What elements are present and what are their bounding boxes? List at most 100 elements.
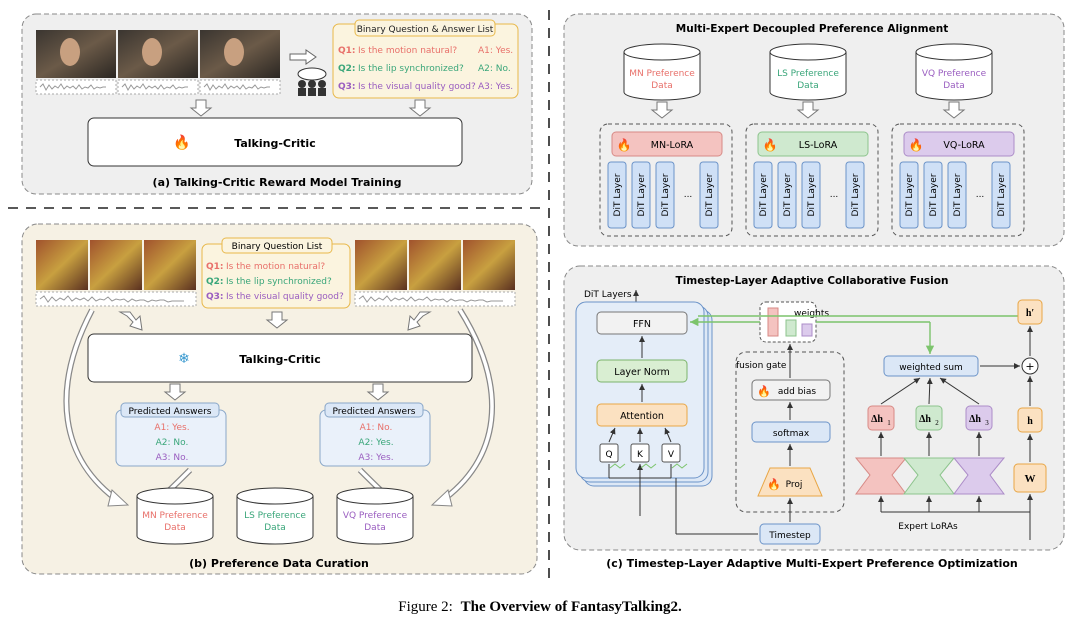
panel-a-question-list: Q1: Is the motion natural? A1: Yes. Q2: …	[338, 46, 513, 92]
softmax-label: softmax	[773, 429, 810, 439]
panel-b-q3-id: Q3:	[206, 292, 224, 302]
panel-a-video-frames	[35, 30, 281, 95]
figure-caption: Figure 2: The Overview of FantasyTalking…	[398, 599, 682, 615]
weighted-sum-box	[883, 355, 979, 377]
panel-a-critic-box	[87, 117, 463, 167]
panel-b-left-frames	[35, 240, 197, 307]
timestep-box	[759, 523, 821, 545]
panel-b-left-a1: A1: Yes.	[154, 423, 189, 433]
delta-h1-sub: 1	[887, 419, 891, 427]
h-box	[1017, 407, 1043, 433]
dit-layers-mn: DiT Layer DiT Layer DiT Layer ... DiT La…	[607, 161, 719, 229]
diag-arrow-icon	[407, 311, 432, 331]
layer-norm-label: Layer Norm	[614, 367, 669, 378]
dit-layer-label: DiT Layer	[613, 173, 623, 216]
weight-bar-ls	[785, 319, 797, 337]
dit-layer-label: DiT Layer	[953, 173, 963, 216]
panel-b-db-mn-line2: Data	[164, 523, 186, 533]
panel-b-right-a2: A2: Yes.	[358, 438, 393, 448]
annotators-icon	[297, 67, 327, 96]
panel-b-db-vq-line2: Data	[364, 523, 386, 533]
weight-bar-mn	[767, 307, 779, 337]
lora-bowtie-vq	[952, 457, 1006, 495]
dit-layers-ls: DiT Layer DiT Layer DiT Layer ... DiT La…	[753, 161, 865, 229]
down-arrow-icon	[650, 101, 674, 119]
dit-layers-vq: DiT Layer DiT Layer DiT Layer ... DiT La…	[899, 161, 1011, 229]
ffn-label: FFN	[633, 319, 651, 330]
delta-h2-box	[915, 405, 943, 431]
delta-h3-label: Δh	[969, 414, 981, 425]
panel-tr-db-vq: VQ Preference Data	[915, 43, 993, 101]
panel-b-critic-label: Talking-Critic	[239, 353, 320, 366]
dit-layer-label: DiT Layer	[929, 173, 939, 216]
curved-arrow-inner	[438, 309, 494, 504]
panel-b-right-a3: A3: Yes.	[358, 453, 393, 463]
panel-b-q1-text: Is the motion natural?	[226, 262, 325, 272]
down-arrow-icon	[366, 383, 390, 401]
panel-tr-db-ls-line2: Data	[797, 81, 819, 91]
panel-tr-db-mn-line1: MN Preference	[629, 69, 695, 79]
panel-tr-title: Multi-Expert Decoupled Preference Alignm…	[676, 23, 948, 35]
panel-a-q2-text: Is the lip synchronized?	[358, 64, 464, 74]
delta-h1-box	[867, 405, 895, 431]
panel-b-question-list: Q1: Is the motion natural? Q2: Is the li…	[206, 262, 344, 302]
softmax-box	[751, 421, 831, 443]
panel-b-q-title-box	[221, 237, 333, 254]
panel-b-q-title: Binary Question List	[232, 242, 323, 252]
panel-tr-db-vq-line1: VQ Preference	[922, 69, 987, 79]
weighted-sum-label: weighted sum	[899, 363, 963, 373]
delta-h3-sub: 3	[985, 419, 989, 427]
panel-b-db-ls-line2: Data	[264, 523, 286, 533]
panel-b-q1-id: Q1:	[206, 262, 224, 272]
mn-lora-label: MN-LoRA	[651, 140, 694, 151]
panel-b-left-a2: A2: No.	[156, 438, 189, 448]
dit-layer-label: DiT Layer	[783, 173, 793, 216]
dit-layer-label: DiT Layer	[661, 173, 671, 216]
panel-b-q2-text: Is the lip synchronized?	[226, 277, 332, 287]
plus-label: +	[1025, 360, 1034, 373]
caption-bold: The Overview of FantasyTalking2.	[461, 599, 682, 615]
attention-label: Attention	[620, 411, 664, 422]
panel-b-db-ls-line1: LS Preference	[244, 511, 306, 521]
w-box	[1013, 463, 1047, 493]
fusion-gate-label: fusion gate	[736, 361, 787, 371]
panel-b-pred-right-title: Predicted Answers	[333, 407, 416, 417]
panel-a-critic-label: Talking-Critic	[234, 137, 315, 150]
panel-a-q3-text: Is the visual quality good?	[358, 82, 476, 92]
fire-icon: 🔥	[617, 138, 632, 152]
panel-a-a1: A1: Yes.	[478, 46, 513, 56]
layer-norm-box	[596, 359, 688, 383]
panel-c-title: (c) Timestep-Layer Adaptive Multi-Expert…	[606, 557, 1018, 570]
panel-b-pred-left-title-box	[120, 402, 220, 418]
dit-layer-label: DiT Layer	[807, 173, 817, 216]
vq-lora-label: VQ-LoRA	[943, 140, 985, 151]
panel-c-subtitle: Timestep-Layer Adaptive Collaborative Fu…	[676, 275, 949, 287]
plus-node	[1021, 357, 1039, 375]
panel-tr-db-mn: MN Preference Data	[623, 43, 701, 101]
hollow-arrow-icon	[289, 49, 317, 65]
delta-h3-box	[965, 405, 993, 431]
ellipsis: ...	[976, 190, 985, 200]
panel-b-q3-text: Is the visual quality good?	[226, 292, 344, 302]
panel-a-title: (a) Talking-Critic Reward Model Training	[153, 176, 402, 189]
delta-h2-sub: 2	[935, 419, 939, 427]
panel-b-db-ls: LS Preference Data	[236, 487, 314, 545]
fire-icon: 🔥	[909, 138, 924, 152]
panel-b-pred-left-title: Predicted Answers	[129, 407, 212, 417]
panel-a-q1-text: Is the motion natural?	[358, 46, 457, 56]
panel-b-db-vq: VQ Preference Data	[336, 487, 414, 545]
curved-arrow-head	[430, 489, 453, 507]
delta-h1-label: Δh	[871, 414, 883, 425]
fire-icon: 🔥	[173, 134, 190, 151]
panel-tr-db-mn-line2: Data	[651, 81, 673, 91]
panel-b-db-mn-line1: MN Preference	[142, 511, 208, 521]
panel-tr-db-vq-line2: Data	[943, 81, 965, 91]
panel-b-frame	[21, 223, 538, 575]
caption-prefix: Figure 2:	[398, 599, 453, 615]
dit-layers-label: DiT Layers	[584, 290, 632, 300]
diag-arrow-icon	[118, 311, 143, 331]
weight-bar-vq	[801, 323, 813, 337]
k-box	[630, 443, 650, 463]
fire-icon: 🔥	[767, 478, 781, 491]
h-label: h	[1027, 416, 1033, 427]
